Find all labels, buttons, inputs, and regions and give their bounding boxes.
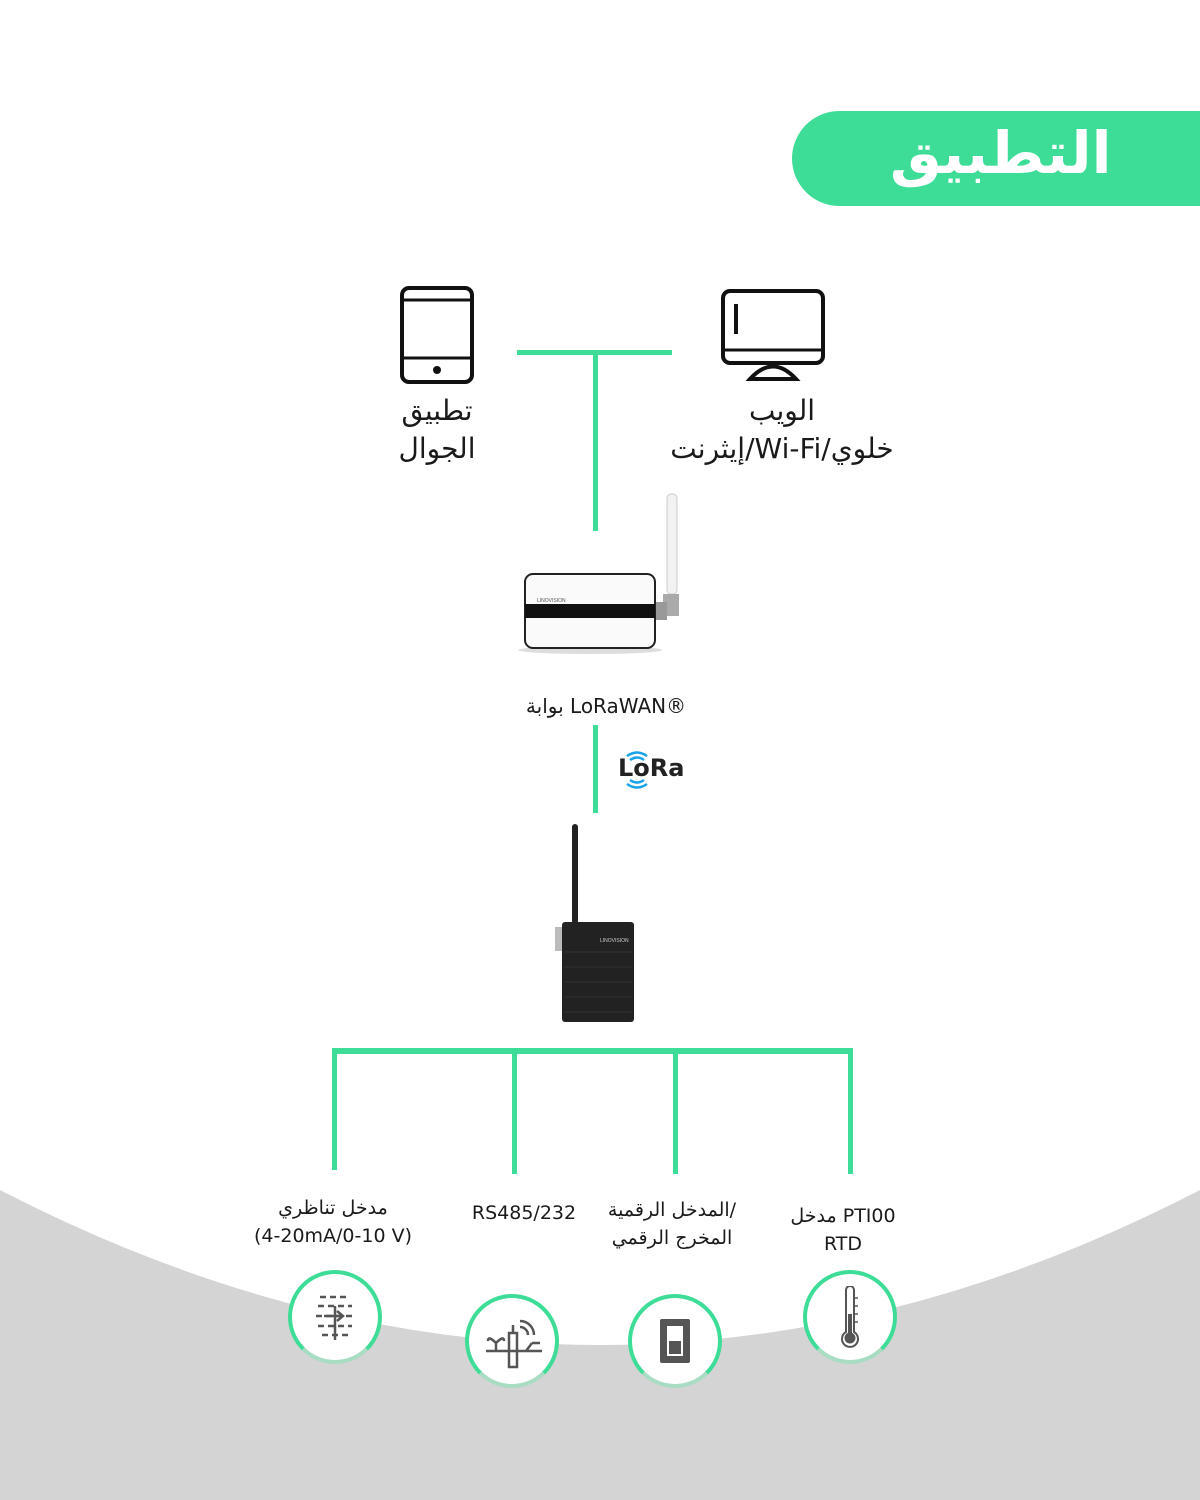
title-banner: التطبيق bbox=[792, 111, 1200, 206]
digital-io-label: المدخل الرقمية/المخرج الرقمي bbox=[607, 1199, 737, 1249]
lora-logo: LoRa bbox=[618, 750, 688, 790]
thermometer-icon bbox=[841, 1286, 859, 1348]
switch-icon bbox=[660, 1319, 690, 1363]
rs485-label: RS485/232 bbox=[471, 1202, 577, 1224]
analog-input-label: مدخل تناظري(4-20mA/0-10 V) bbox=[253, 1197, 413, 1247]
connector-line bbox=[593, 350, 598, 531]
gateway-brand: LINOVISION bbox=[537, 598, 566, 604]
connector-line bbox=[332, 1048, 337, 1170]
connector-line bbox=[848, 1048, 853, 1174]
node-brand: LINOVISION bbox=[600, 938, 629, 944]
analog-signal-icon bbox=[316, 1295, 354, 1340]
connector-line bbox=[593, 725, 598, 813]
sensor-plant-icon bbox=[486, 1319, 542, 1369]
bus-line bbox=[332, 1048, 853, 1054]
lora-wave-icon bbox=[626, 751, 648, 789]
connector-line bbox=[512, 1048, 517, 1174]
gateway-label: بوابة LoRaWAN® bbox=[525, 694, 687, 718]
rtd-circle bbox=[803, 1270, 897, 1364]
rs485-circle bbox=[465, 1294, 559, 1388]
gateway-device-image: LINOVISION bbox=[518, 493, 679, 654]
monitor-icon bbox=[721, 289, 825, 381]
tablet-icon bbox=[400, 286, 474, 384]
page-title: التطبيق bbox=[890, 119, 1112, 187]
lora-node-device-image: LINOVISION bbox=[555, 824, 634, 1022]
analog-input-circle bbox=[288, 1270, 382, 1364]
digital-io-circle bbox=[628, 1294, 722, 1388]
connector-line bbox=[673, 1048, 678, 1174]
